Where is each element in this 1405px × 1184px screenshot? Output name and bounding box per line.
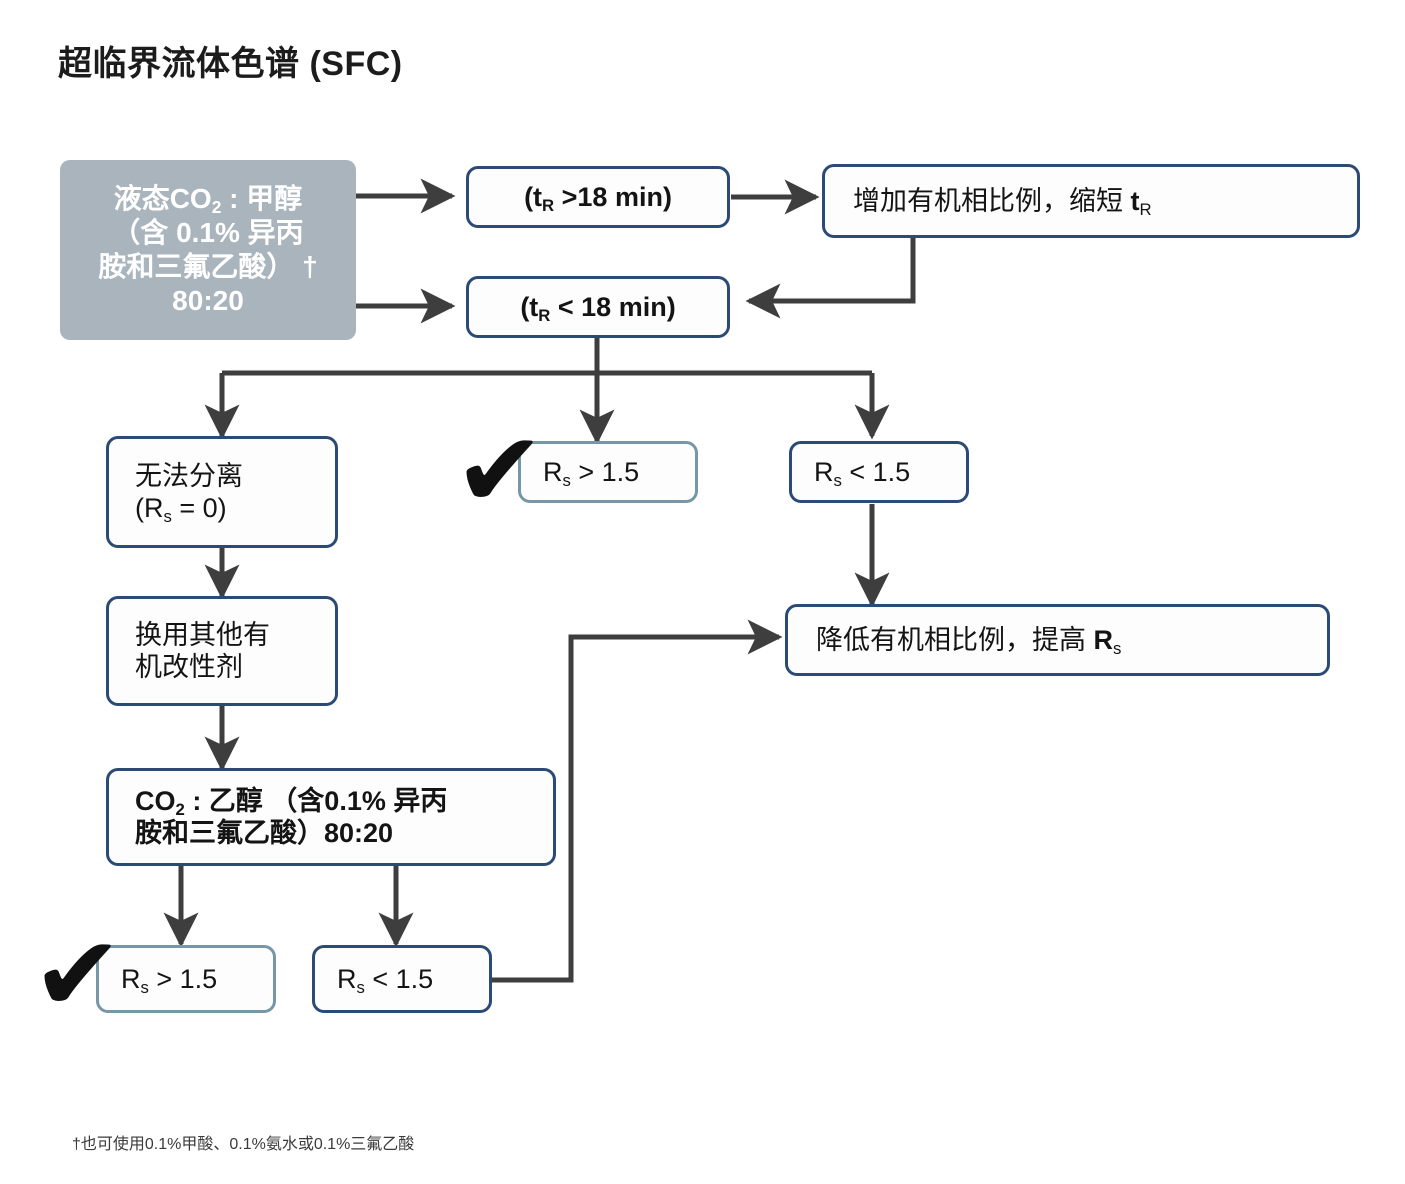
no-separation-line2-sub: s [163,507,172,527]
tr-gt-pre: (t [524,181,543,212]
rs-lt-top-sub: s [833,471,842,491]
node-tr-greater-18[interactable]: (tR >18 min) [466,166,730,228]
rs-gt-bottom-sub: s [140,978,149,998]
rs-lt-bottom-sub: s [356,978,365,998]
footnote: †也可使用0.1%甲酸、0.1%氨水或0.1%三氟乙酸 [72,1136,415,1153]
node-co2-ethanol[interactable]: CO2 : 乙醇 （含0.1% 异丙 胺和三氟乙酸）80:20 [106,768,556,866]
start-line2: （含 0.1% 异丙 [112,216,304,248]
start-line1-b: : 甲醇 [221,182,303,214]
node-rs-greater-1-5-top[interactable]: Rs > 1.5 [518,441,698,503]
decrease-text: 降低有机相比例，提高 [816,624,1094,655]
tr-lt-post: < 18 min) [550,291,676,322]
rs-gt-top-post: > 1.5 [570,456,640,487]
increase-text: 增加有机相比例，缩短 [853,185,1131,216]
rs-lt-bottom-post: < 1.5 [364,963,434,994]
tr-lt-sub: R [538,306,551,326]
no-separation-line2-pre: (R [135,493,164,523]
node-tr-less-18[interactable]: (tR < 18 min) [466,276,730,338]
node-switch-modifier[interactable]: 换用其他有 机改性剂 [106,596,338,706]
no-separation-line2-post: = 0) [171,493,227,523]
rs-gt-top-sub: s [562,471,571,491]
decrease-sub: s [1113,639,1122,659]
tr-gt-sub: R [542,196,555,216]
no-separation-line1: 无法分离 [135,460,243,491]
co2-ethanol-line1-b: : 乙醇 （含0.1% 异丙 [184,785,448,816]
start-line3: 胺和三氟乙酸） † [98,251,318,282]
rs-lt-top-post: < 1.5 [841,456,911,487]
rs-gt-bottom-post: > 1.5 [148,963,218,994]
co2-ethanol-line1-a: CO [135,785,176,816]
increase-bold-t: t [1130,185,1140,216]
decrease-bold-r: R [1093,624,1114,655]
start-line1-sub: 2 [211,197,222,218]
node-rs-less-1-5-bottom[interactable]: Rs < 1.5 [312,945,492,1013]
rs-lt-bottom-pre: R [337,963,357,994]
node-start-mobile-phase[interactable]: 液态CO2 : 甲醇 （含 0.1% 异丙 胺和三氟乙酸） † 80:20 [60,160,356,340]
node-rs-less-1-5-top[interactable]: Rs < 1.5 [789,441,969,503]
start-line4: 80:20 [172,285,244,317]
co2-ethanol-line2: 胺和三氟乙酸）80:20 [135,818,394,848]
rs-gt-top-pre: R [543,456,563,487]
node-decrease-organic-phase[interactable]: 降低有机相比例，提高 Rs [785,604,1330,676]
edge-increase-back-to-tr-lt [745,238,916,319]
tr-lt-pre: (t [520,291,539,322]
co2-ethanol-line1-sub: 2 [175,799,185,819]
switch-modifier-line2: 机改性剂 [135,652,243,682]
checkmark-icon-bottom: ✔ [31,913,124,1035]
node-increase-organic-phase[interactable]: 增加有机相比例，缩短 tR [822,164,1360,238]
rs-gt-bottom-pre: R [121,963,141,994]
node-rs-greater-1-5-bottom[interactable]: Rs > 1.5 [96,945,276,1013]
start-line1-a: 液态CO [113,182,212,214]
checkmark-icon-top: ✔ [453,409,546,531]
page-title: 超临界流体色谱 (SFC) [58,45,403,83]
rs-lt-top-pre: R [814,456,834,487]
tr-gt-post: >18 min) [554,181,672,212]
node-no-separation[interactable]: 无法分离 (Rs = 0) [106,436,338,548]
switch-modifier-line1: 换用其他有 [135,619,270,650]
increase-sub: R [1139,200,1152,220]
